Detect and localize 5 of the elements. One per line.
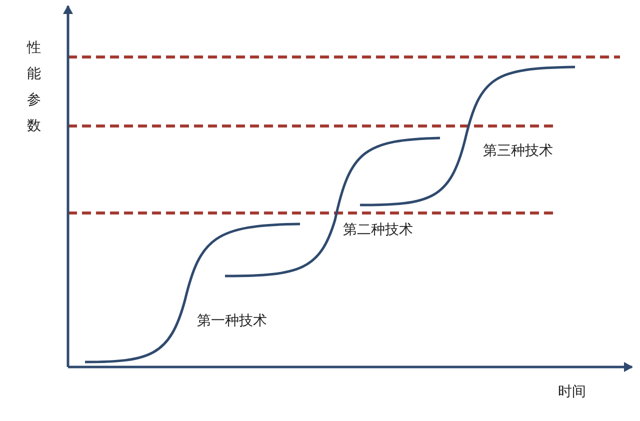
curve-label: 第二种技术 [343,222,413,239]
curve-label: 第一种技术 [197,313,267,330]
axis-title: 时间 [558,384,586,401]
curve-label: 第三种技术 [483,143,553,160]
axis-title: 性能参数 [27,39,41,136]
